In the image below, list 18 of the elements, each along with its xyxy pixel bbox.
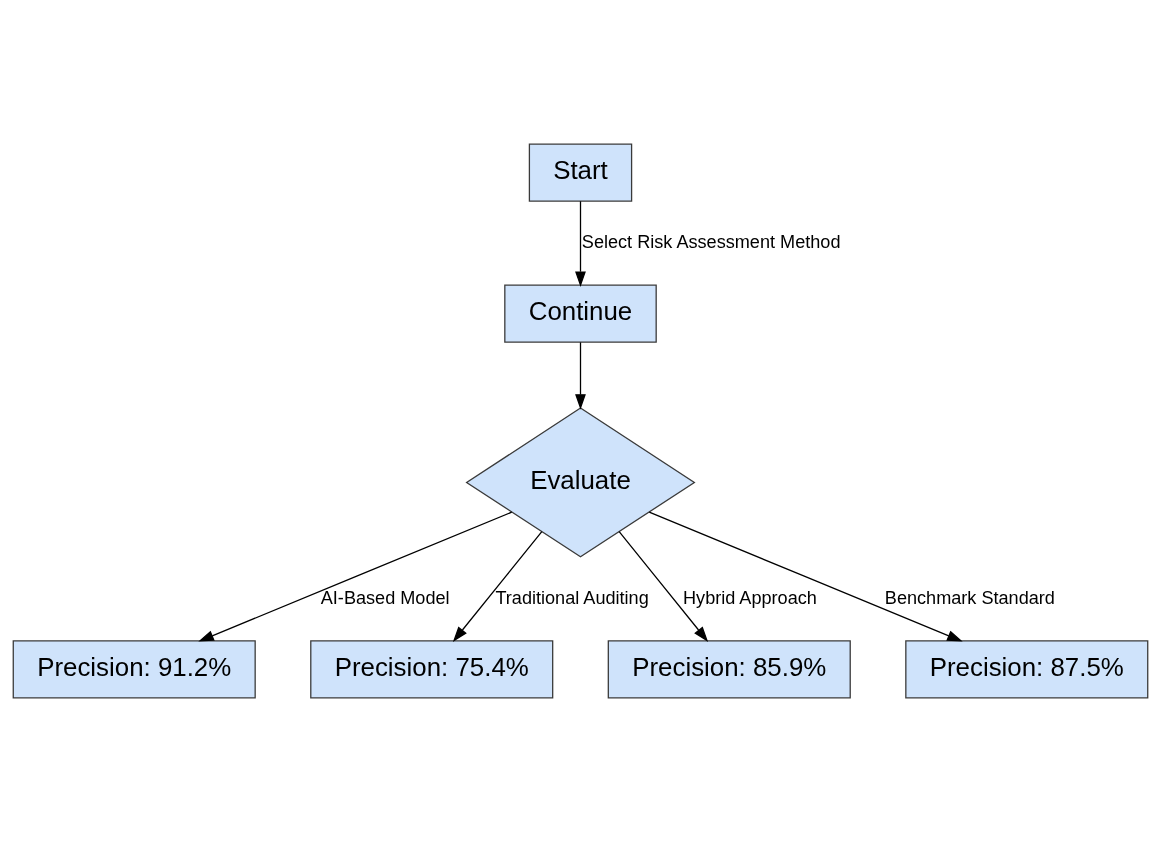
node-box: Precision: 85.9% [607, 639, 851, 698]
node-diamond: Evaluate [465, 406, 696, 558]
arrow [575, 200, 586, 287]
arrow [648, 511, 963, 642]
arrow [452, 530, 543, 642]
edge-label: Select Risk Assessment Method [581, 231, 841, 252]
node-box: Precision: 91.2% [12, 639, 256, 698]
node-box: Start [528, 143, 633, 202]
edge-label: Traditional Auditing [495, 587, 649, 608]
node-box: Precision: 75.4% [310, 639, 554, 698]
node-box: Continue [504, 284, 657, 343]
edge-label: Benchmark Standard [884, 587, 1055, 608]
arrow [575, 341, 586, 410]
edge-label: Hybrid Approach [683, 587, 817, 608]
node-box: Precision: 87.5% [905, 639, 1149, 698]
edge-label: AI-Based Model [320, 587, 450, 608]
arrow [618, 530, 709, 642]
arrow [198, 511, 513, 642]
